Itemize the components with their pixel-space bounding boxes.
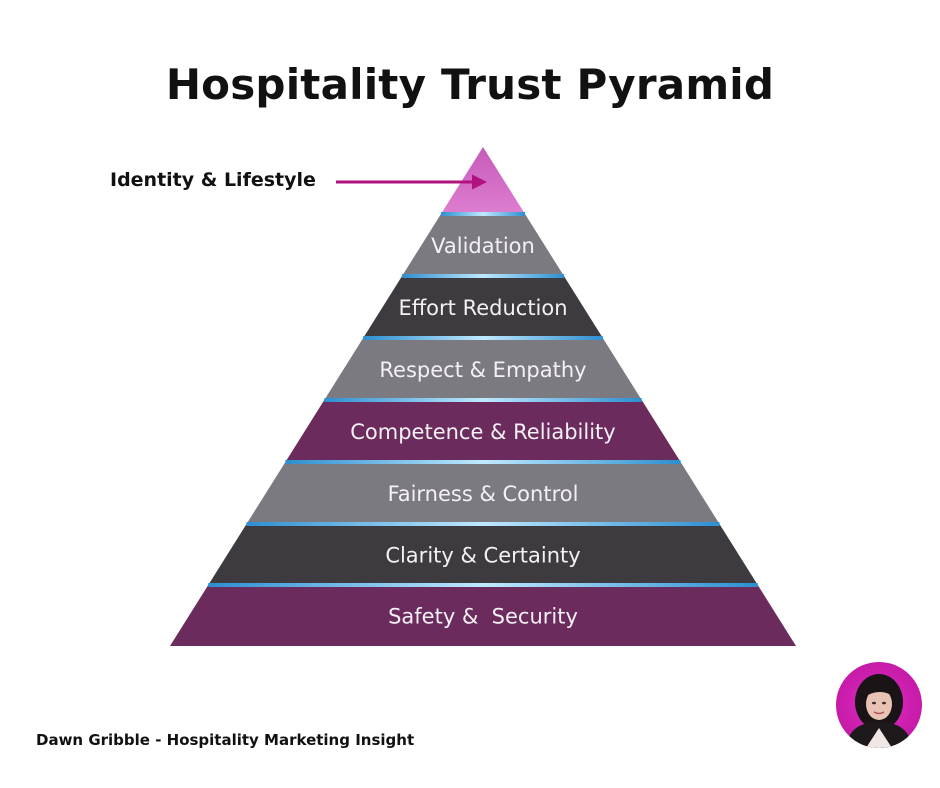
page-title: Hospitality Trust Pyramid — [165, 60, 775, 109]
tier-label: Respect & Empathy — [379, 358, 586, 382]
pyramid-tier — [285, 400, 681, 462]
tier-divider — [363, 336, 603, 340]
tier-divider — [402, 274, 564, 278]
tier-label: Safety & Security — [388, 605, 578, 629]
callout-label: Identity & Lifestyle — [110, 169, 316, 191]
author-portrait-icon — [846, 674, 912, 748]
tier-divider — [324, 398, 642, 402]
pyramid-tier — [363, 276, 603, 338]
tier-label: Fairness & Control — [388, 482, 579, 506]
tier-label: Effort Reduction — [398, 296, 567, 320]
pyramid-tier — [246, 462, 720, 524]
pyramid-tier — [402, 214, 564, 276]
tier-divider — [208, 583, 758, 587]
tier-label: Validation — [431, 234, 535, 258]
tier-divider — [285, 460, 681, 464]
tier-label: Competence & Reliability — [350, 420, 615, 444]
tier-label: Clarity & Certainty — [385, 544, 580, 568]
tier-divider — [246, 522, 720, 526]
pyramid-tier — [324, 338, 642, 400]
pyramid-tier — [170, 585, 796, 646]
pyramid-tier — [208, 524, 758, 585]
tier-divider — [440, 212, 526, 216]
footer-credit: Dawn Gribble - Hospitality Marketing Ins… — [36, 731, 415, 749]
author-avatar — [836, 662, 922, 748]
